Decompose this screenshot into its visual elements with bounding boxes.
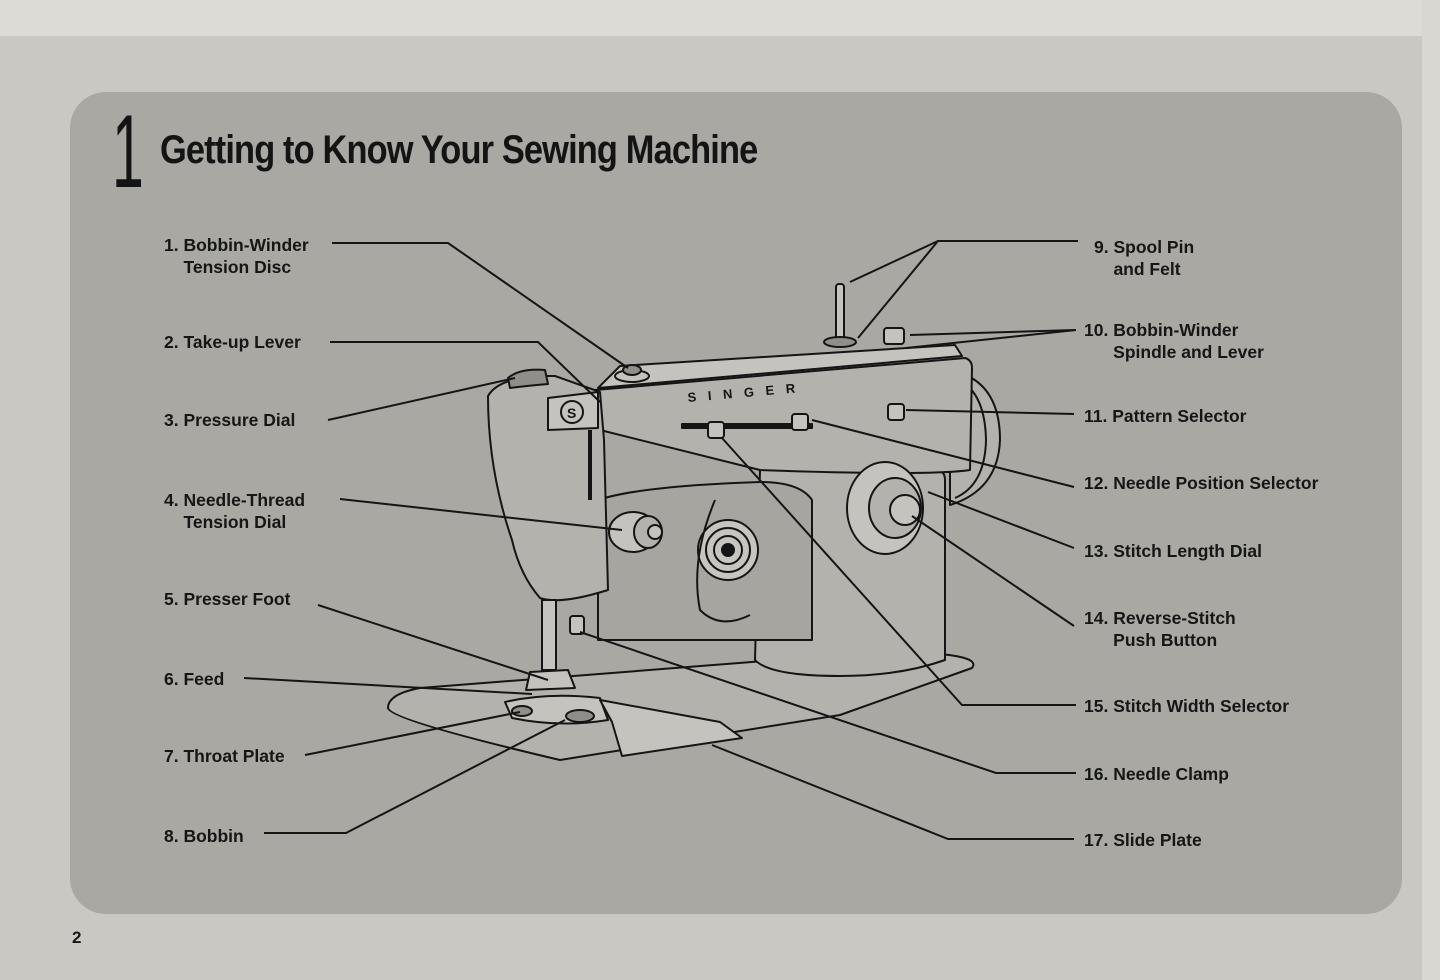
callout-lines	[243, 240, 1078, 840]
leader-line-14	[911, 515, 1075, 627]
leader-line-10b	[905, 329, 1077, 349]
spool-pin	[835, 283, 845, 343]
leader-line-15	[721, 437, 1076, 706]
label-slide-plate: 17. Slide Plate	[1084, 830, 1202, 850]
sewing-machine-illustration: S	[387, 283, 1001, 761]
label-pattern-selector: 11. Pattern Selector	[1084, 406, 1247, 426]
label-bobbin-winder-spindle-and-lever: 10. Bobbin-Winder Spindle and Lever	[1084, 320, 1264, 362]
leader-line-10a	[909, 329, 1077, 336]
chapter-number: 1	[112, 94, 144, 210]
label-needle-position-selector: 12. Needle Position Selector	[1084, 473, 1319, 493]
label-throat-plate: 7. Throat Plate	[164, 746, 285, 766]
page-number: 2	[72, 928, 82, 947]
leader-line-1	[332, 242, 629, 369]
leader-line-17	[711, 744, 1074, 840]
needle-position-selector-knob	[791, 413, 809, 431]
slide-plate	[599, 699, 743, 757]
machine-base	[387, 651, 975, 761]
presser-foot	[525, 669, 576, 691]
leader-line-8	[264, 719, 566, 834]
label-needle-thread-tension-dial: 4. Needle-Thread Tension Dial	[164, 490, 306, 532]
label-bobbin: 8. Bobbin	[164, 826, 244, 846]
needle-bar	[541, 599, 557, 671]
machine-arm	[594, 357, 973, 474]
label-pressure-dial: 3. Pressure Dial	[164, 410, 296, 430]
leader-line-13	[927, 491, 1075, 549]
leader-line-9a	[849, 240, 1078, 283]
label-stitch-length-dial: 13. Stitch Length Dial	[1084, 541, 1262, 561]
label-spool-pin-and-felt: 9. Spool Pin and Felt	[1094, 237, 1195, 279]
label-feed: 6. Feed	[164, 669, 225, 689]
label-needle-clamp: 16. Needle Clamp	[1084, 764, 1229, 784]
stitch-width-selector-knob	[707, 421, 725, 439]
leader-line-16	[579, 631, 1076, 774]
label-reverse-stitch-push-button: 14. Reverse-Stitch Push Button	[1084, 608, 1236, 650]
singer-logo	[560, 400, 584, 424]
leader-line-9b	[857, 240, 939, 339]
leader-line-2	[330, 341, 601, 403]
leader-line-7	[304, 711, 521, 756]
pressure-dial-knob	[507, 368, 549, 389]
label-take-up-lever: 2. Take-up Lever	[164, 332, 301, 352]
label-bobbin-winder-tension-disc: 1. Bobbin-Winder Tension Disc	[164, 235, 309, 277]
svg-text:S: S	[567, 405, 576, 421]
page-title: Getting to Know Your Sewing Machine	[160, 128, 758, 172]
leader-line-11	[905, 409, 1075, 415]
pattern-selector-knob	[887, 403, 905, 421]
bobbin-winder	[883, 327, 905, 345]
label-presser-foot: 5. Presser Foot	[164, 589, 291, 609]
page-top-margin	[0, 0, 1440, 36]
leader-line-5	[317, 604, 549, 681]
leader-line-3	[327, 377, 516, 421]
leader-line-4	[339, 498, 623, 531]
leader-line-12	[811, 419, 1075, 488]
leader-line-6	[243, 677, 533, 695]
page-right-margin	[1422, 0, 1440, 980]
label-stitch-width-selector: 15. Stitch Width Selector	[1084, 696, 1290, 716]
